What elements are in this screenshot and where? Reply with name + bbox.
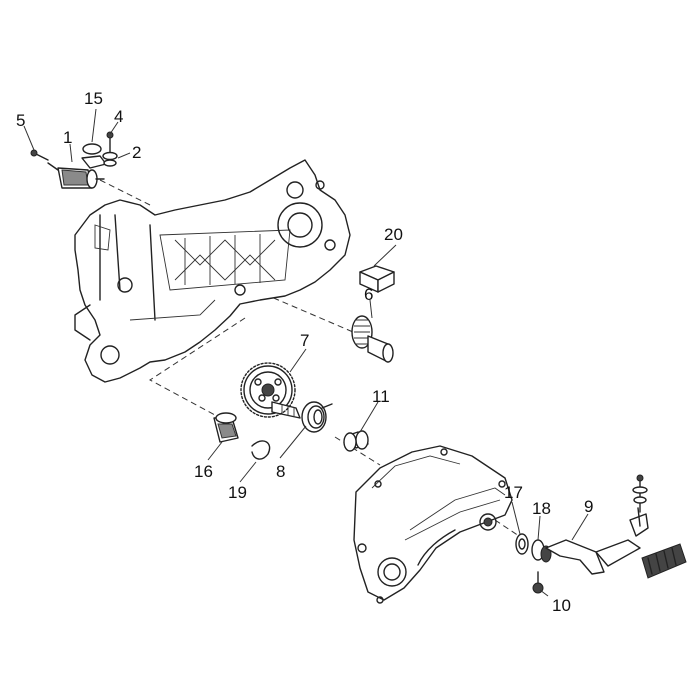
leader-lines	[23, 108, 589, 597]
pinion-icon	[213, 412, 239, 443]
callout-11: 11	[372, 387, 390, 406]
starter-gear-icon	[240, 362, 301, 419]
callout-15: 15	[84, 89, 103, 108]
callout-16: 16	[194, 462, 213, 481]
gear-shaft-icon	[351, 315, 394, 363]
bolt-icon	[30, 149, 49, 161]
callout-20: 20	[384, 225, 403, 244]
spring-icon	[301, 401, 333, 433]
callout-10: 10	[552, 596, 571, 615]
block-icon	[359, 265, 395, 293]
callout-4: 4	[114, 107, 123, 126]
seal-icon	[515, 533, 529, 555]
cap-icon	[82, 143, 102, 155]
callout-9: 9	[584, 497, 593, 516]
callout-8: 8	[276, 462, 285, 481]
lever-bolt-icon	[632, 474, 648, 513]
pedal-spring-icon	[641, 543, 687, 579]
callout-5: 5	[16, 111, 25, 130]
clip-icon	[251, 440, 271, 460]
callout-18: 18	[532, 499, 551, 518]
small-bolt-icon	[532, 571, 544, 594]
crankcase-icon	[74, 159, 351, 383]
callout-labels: 5 1 15 4 2 20 6 7 8 11 16 19 17 18 9 10	[16, 89, 593, 615]
starter-motor-icon	[47, 155, 107, 189]
bushing-icon	[343, 430, 369, 452]
callout-1: 1	[63, 128, 72, 147]
kick-starter-cover-icon	[353, 445, 513, 604]
callout-17: 17	[504, 483, 523, 502]
screw-washer-icon	[102, 131, 118, 167]
kick-lever-icon	[545, 507, 649, 575]
circlip-icon	[531, 539, 552, 563]
callout-19: 19	[228, 483, 247, 502]
callout-2: 2	[132, 143, 141, 162]
callout-7: 7	[300, 331, 309, 350]
callout-6: 6	[364, 285, 373, 304]
